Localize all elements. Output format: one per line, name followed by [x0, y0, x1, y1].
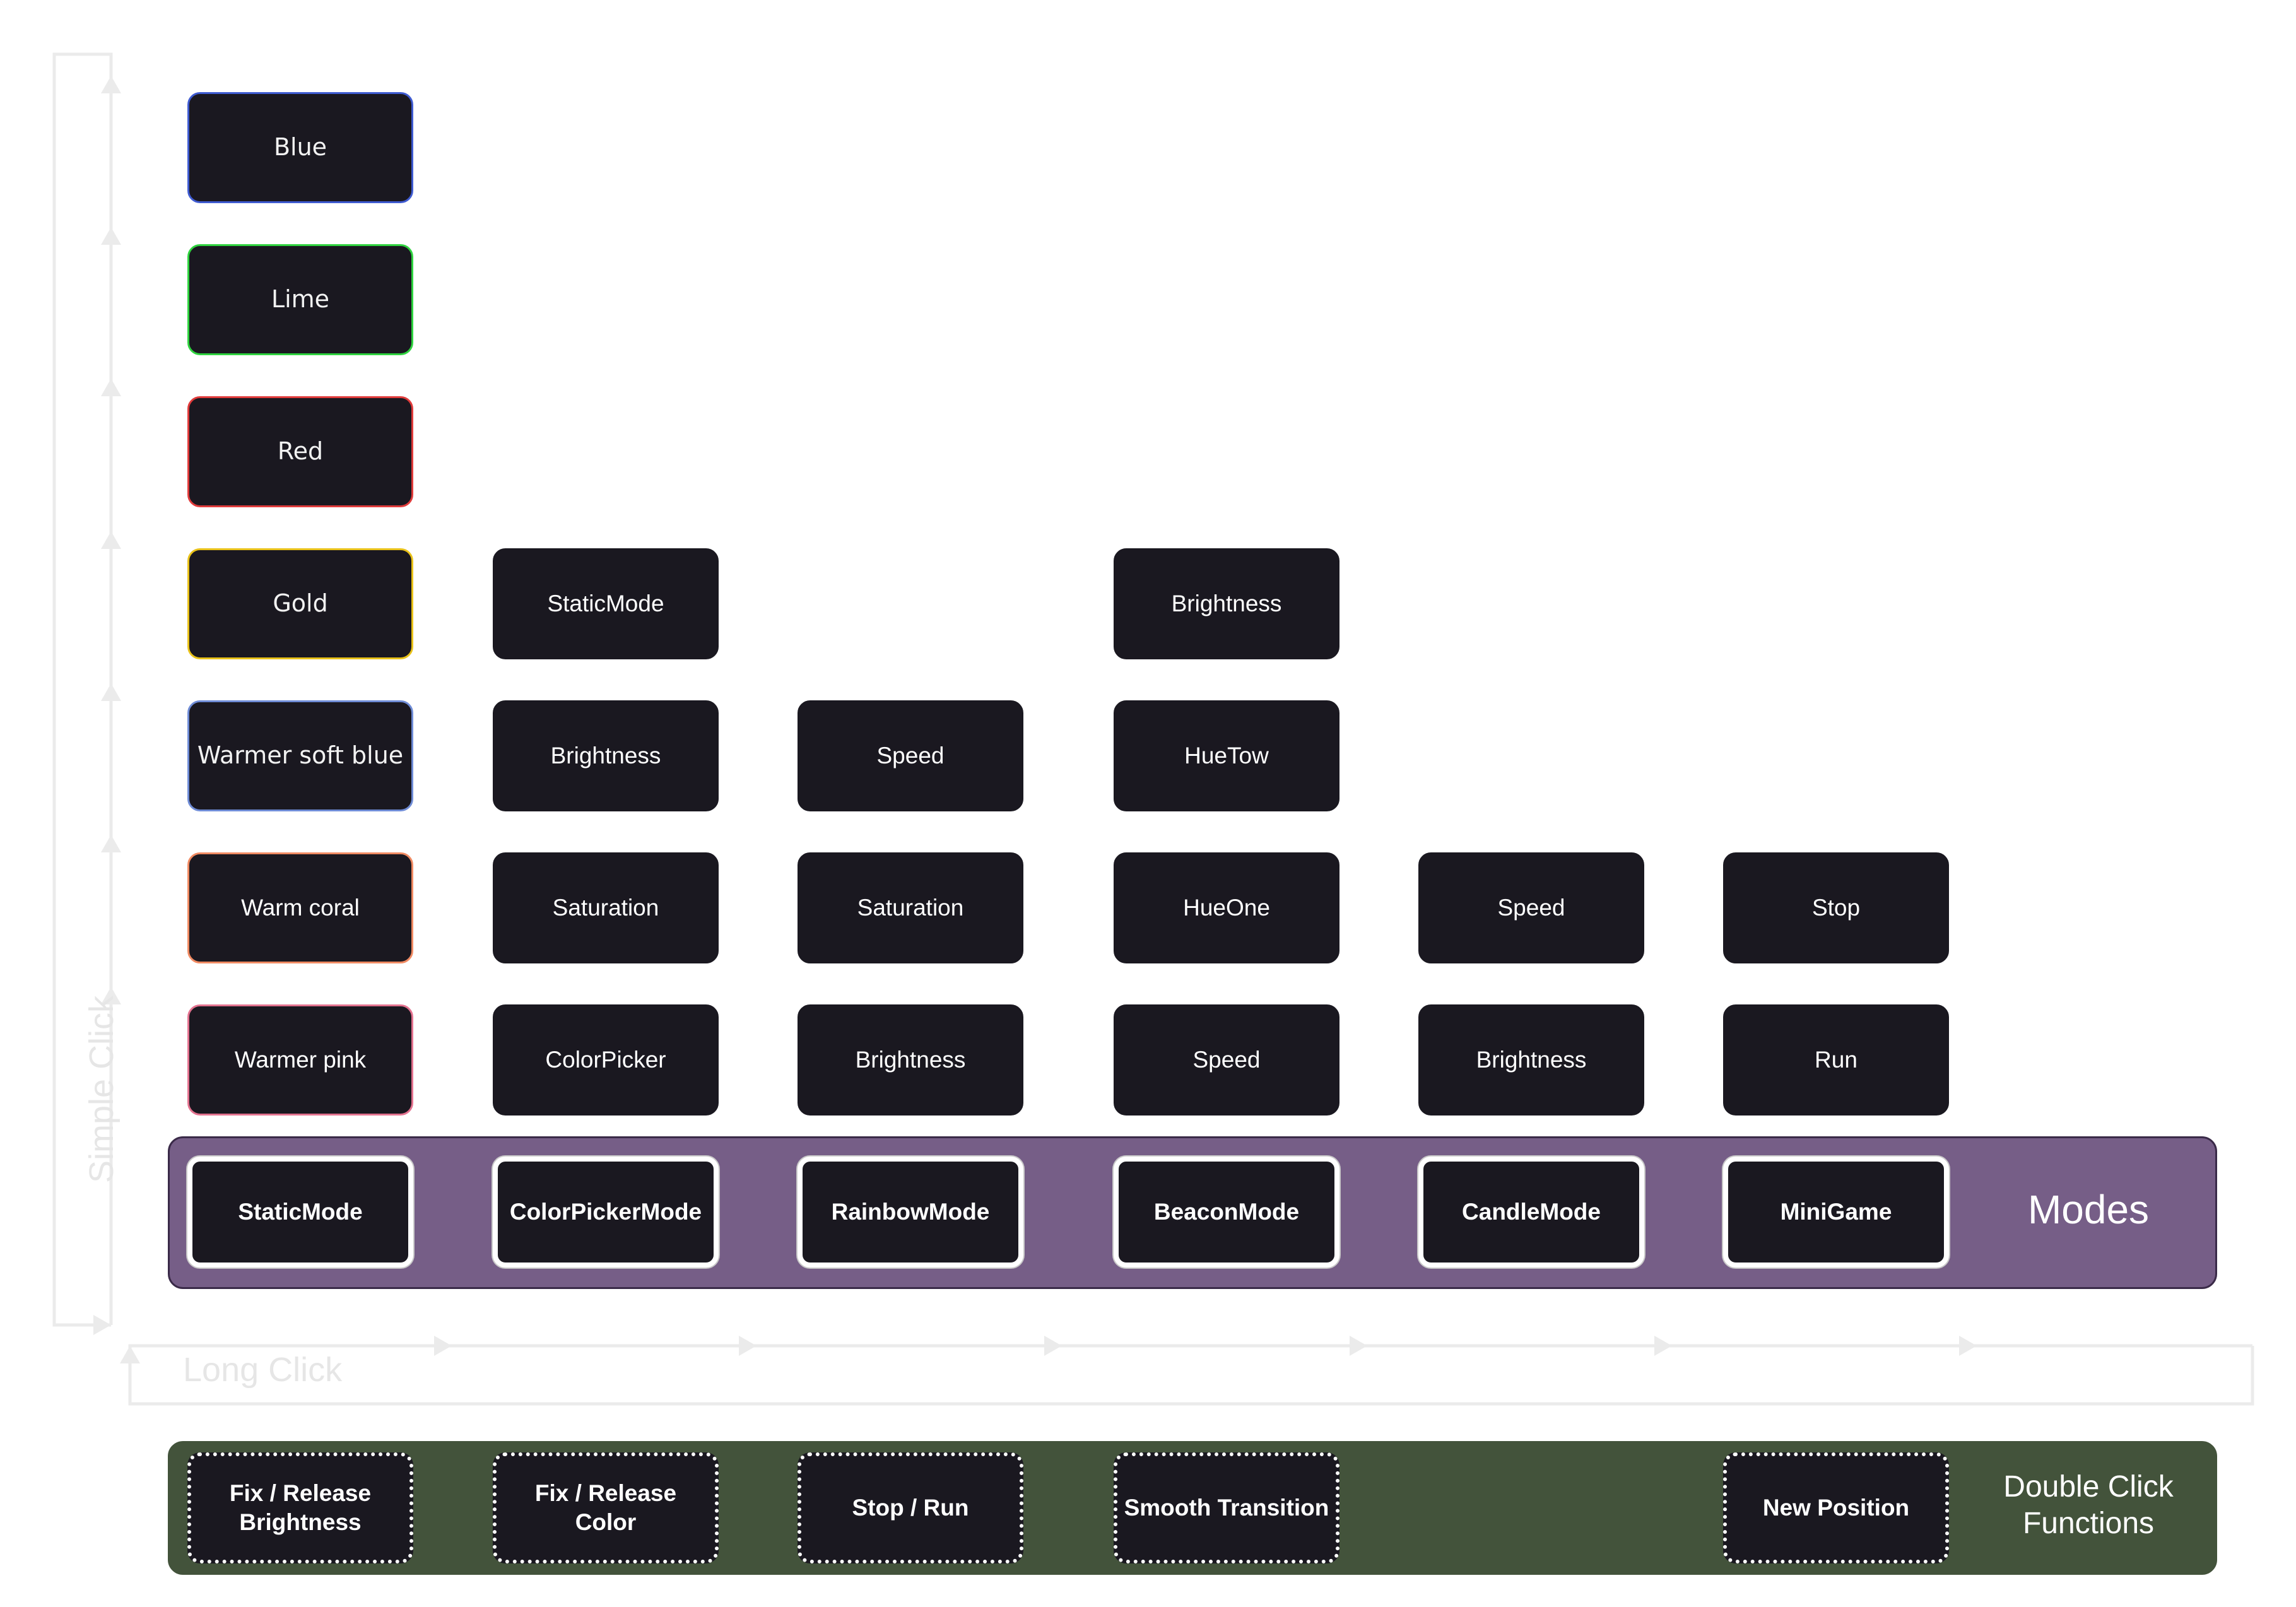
arrow-heads [93, 76, 1977, 1363]
simple-click-loop [52, 52, 113, 1327]
color-lime-node[interactable]: Lime [187, 244, 413, 355]
mode-staticmode-node[interactable]: StaticMode [187, 1157, 413, 1268]
beacon-speed-node[interactable]: Speed [1114, 1004, 1339, 1115]
color-blue-node[interactable]: Blue [187, 92, 413, 203]
mode-rainbowmode-node[interactable]: RainbowMode [798, 1157, 1023, 1268]
double-fix-release-color-node[interactable]: Fix / Release Color [493, 1452, 719, 1563]
beacon-hueone-node[interactable]: HueOne [1114, 852, 1339, 963]
rainbow-speed-node[interactable]: Speed [798, 700, 1023, 811]
candle-speed-node[interactable]: Speed [1418, 852, 1644, 963]
color-warmer-soft-blue-node[interactable]: Warmer soft blue [187, 700, 413, 811]
double-new-position-node[interactable]: New Position [1723, 1452, 1949, 1563]
simple-click-axis-label: Simple Click [83, 995, 121, 1183]
candle-brightness-node[interactable]: Brightness [1418, 1004, 1644, 1115]
beacon-brightness-node[interactable]: Brightness [1114, 548, 1339, 659]
minigame-stop-node[interactable]: Stop [1723, 852, 1949, 963]
long-click-axis-label: Long Click [183, 1351, 343, 1389]
mode-beaconmode-node[interactable]: BeaconMode [1114, 1157, 1339, 1268]
long-click-loop [128, 1344, 2254, 1406]
color-gold-node[interactable]: Gold [187, 548, 413, 659]
double-fix-release-brightness-node[interactable]: Fix / Release Brightness [187, 1452, 413, 1563]
double-stop-run-node[interactable]: Stop / Run [798, 1452, 1023, 1563]
mode-colorpickermode-node[interactable]: ColorPickerMode [493, 1157, 719, 1268]
rainbow-saturation-node[interactable]: Saturation [798, 852, 1023, 963]
colorpicker-saturation-node[interactable]: Saturation [493, 852, 719, 963]
colorpicker-brightness-node[interactable]: Brightness [493, 700, 719, 811]
mode-minigame-node[interactable]: MiniGame [1723, 1157, 1949, 1268]
double-click-band-title: Double Click Functions [2003, 1470, 2174, 1540]
colorpicker-staticmode-node[interactable]: StaticMode [493, 548, 719, 659]
minigame-run-node[interactable]: Run [1723, 1004, 1949, 1115]
rainbow-brightness-node[interactable]: Brightness [798, 1004, 1023, 1115]
mode-candlemode-node[interactable]: CandleMode [1418, 1157, 1644, 1268]
color-warm-coral-node[interactable]: Warm coral [187, 852, 413, 963]
modes-band-title: Modes [2027, 1187, 2150, 1232]
beacon-huetow-node[interactable]: HueTow [1114, 700, 1339, 811]
color-warmer-pink-node[interactable]: Warmer pink [187, 1004, 413, 1115]
colorpicker-colorpicker-node[interactable]: ColorPicker [493, 1004, 719, 1115]
double-smooth-transition-node[interactable]: Smooth Transition [1114, 1452, 1339, 1563]
color-red-node[interactable]: Red [187, 396, 413, 507]
